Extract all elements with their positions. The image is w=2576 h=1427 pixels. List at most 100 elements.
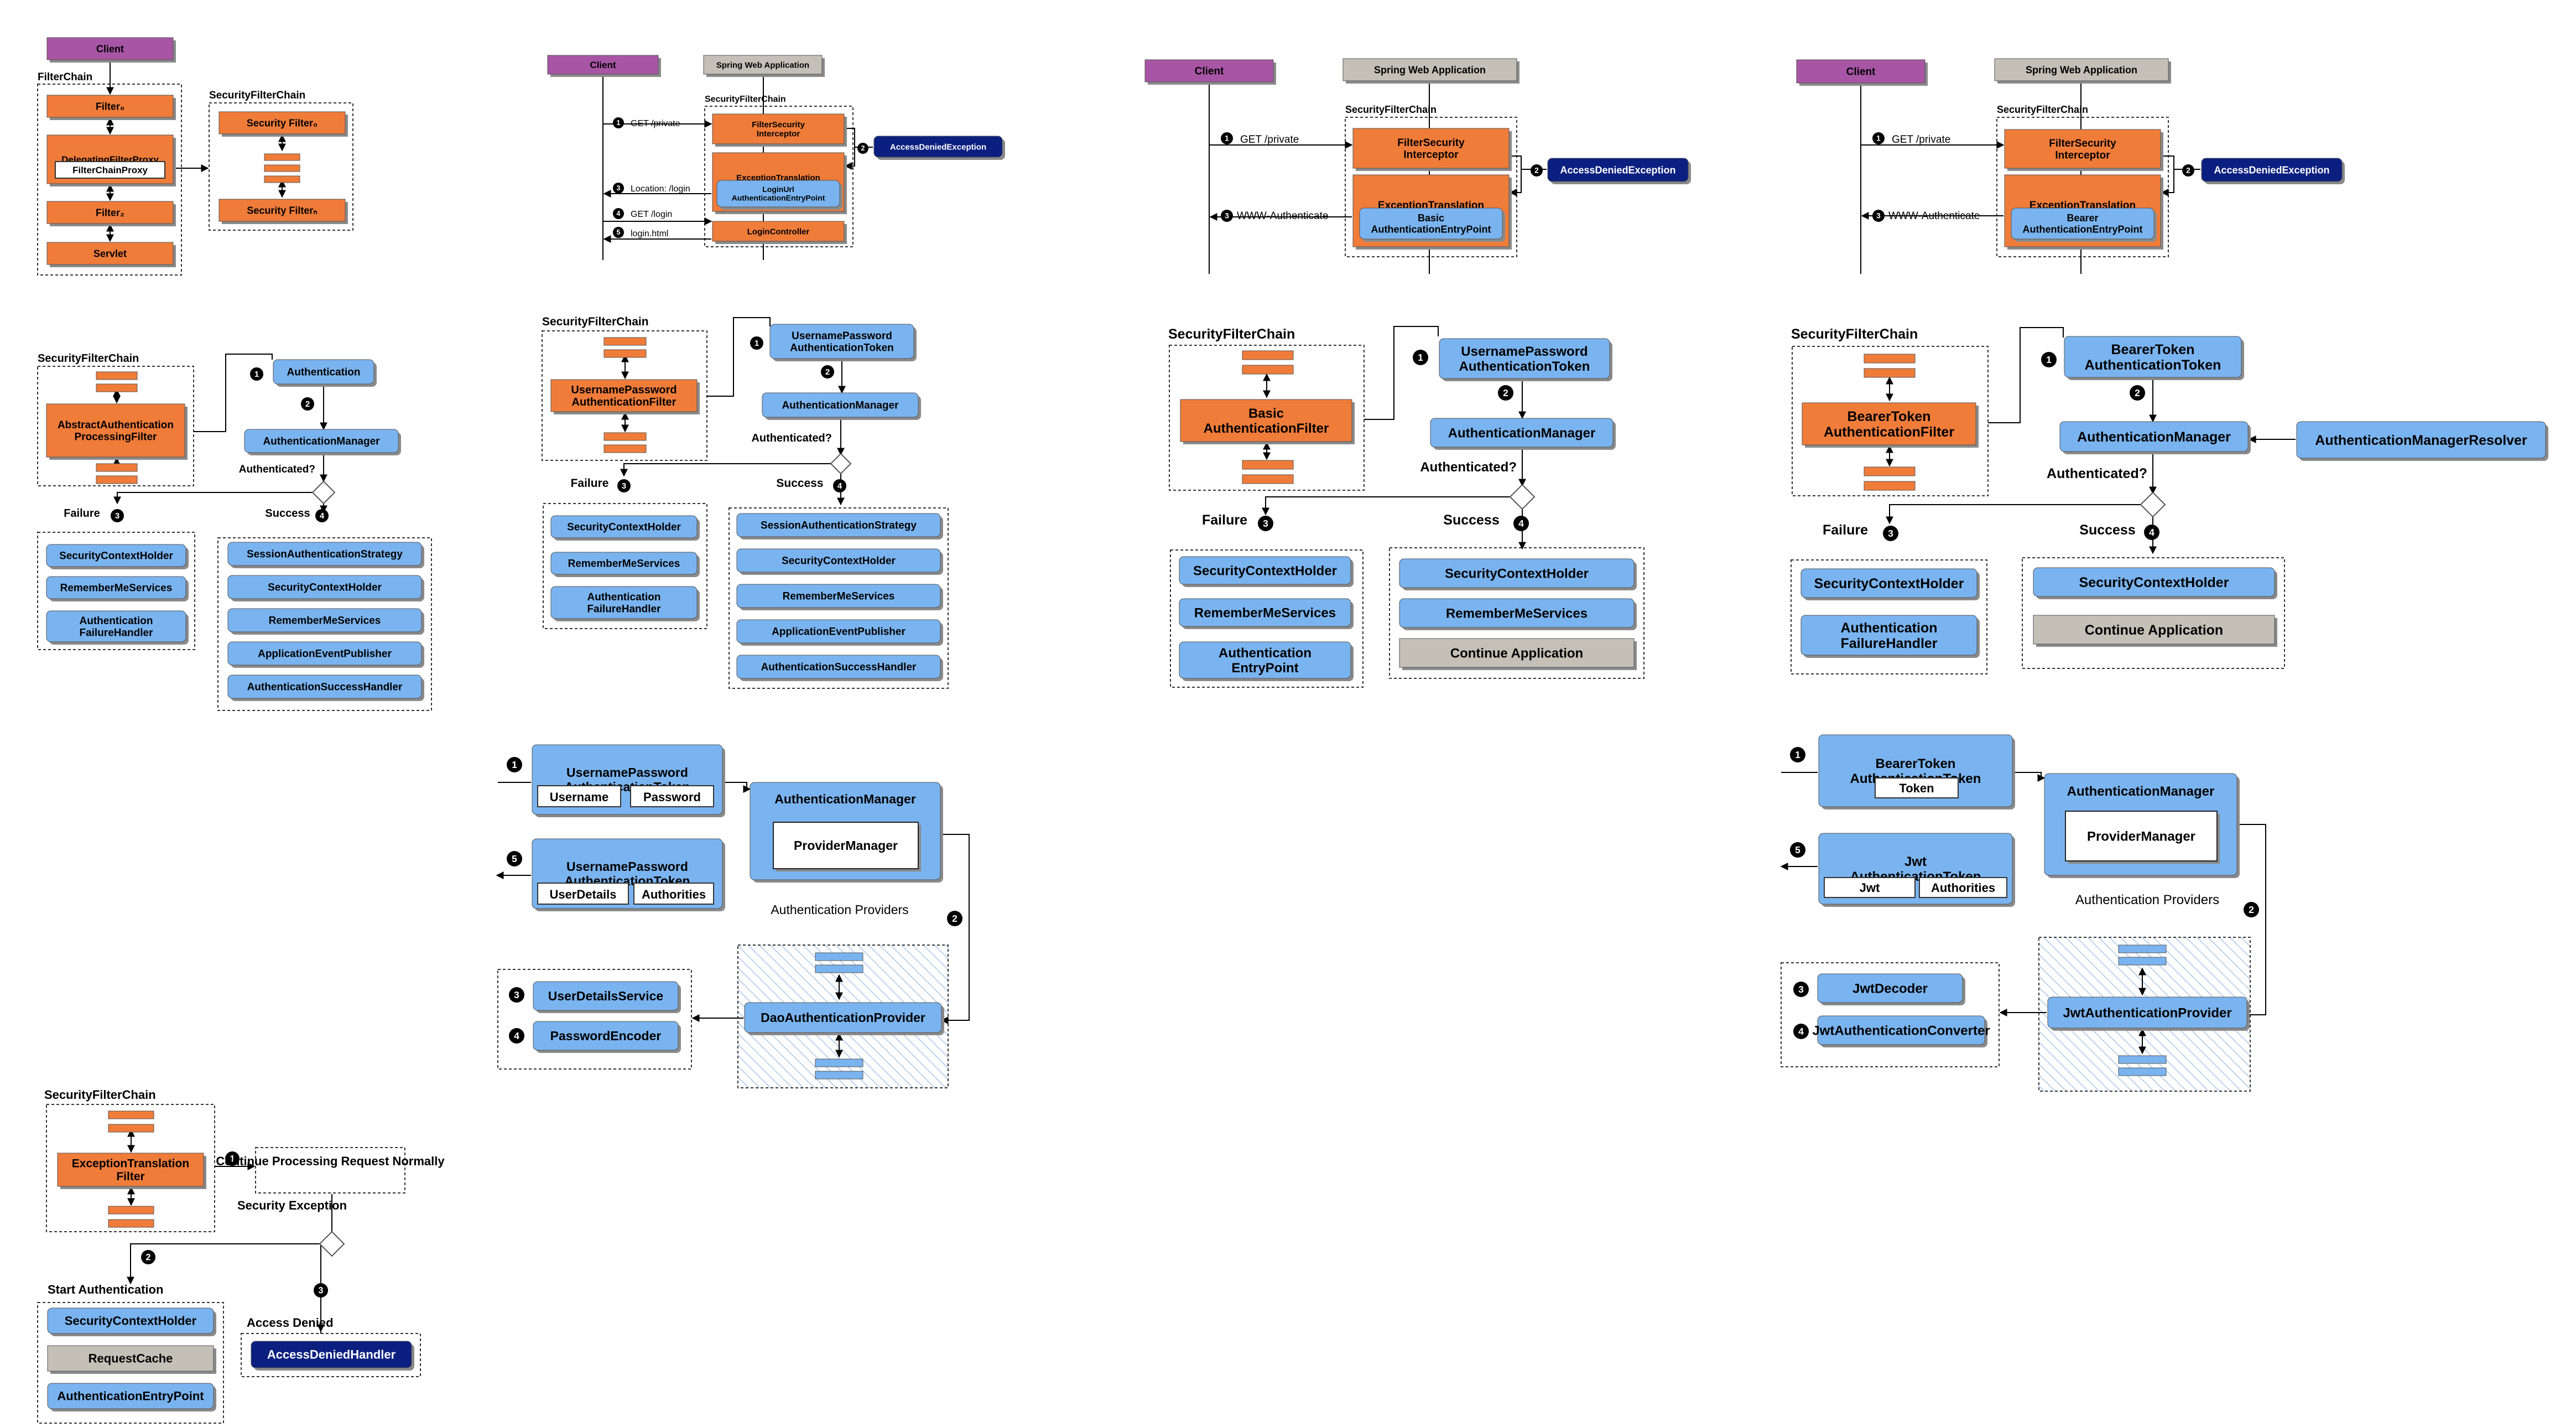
d3-spring-app-body <box>1342 58 1517 81</box>
step-badge: 1 <box>250 367 263 381</box>
d7-token-body <box>1439 338 1610 379</box>
d11-filter-bar <box>108 1206 154 1215</box>
d2-client: Client <box>547 55 661 77</box>
step-circle <box>2182 164 2194 177</box>
d8-fail-item-0-body <box>1800 568 1977 598</box>
d8-sfc-container <box>1792 346 1989 496</box>
d8-fail-item-1-line: Authentication <box>1841 620 1938 636</box>
d5-authentication-text: Authentication <box>287 367 361 378</box>
d11-start-item-0: SecurityContextHolder <box>47 1307 216 1336</box>
step-badge: 2 <box>857 143 868 154</box>
d11-arrow <box>127 1243 320 1285</box>
d3-spring-app: Spring Web Application <box>1342 58 1519 84</box>
step-number: 4 <box>514 1030 519 1041</box>
step-badge: 1 <box>1413 350 1428 365</box>
step-circle <box>1793 1024 1809 1039</box>
d5-succ-item-3: ApplicationEventPublisher <box>227 641 424 668</box>
d7-filter-body <box>1180 399 1352 442</box>
d4-baep-line: AuthenticationEntryPoint <box>2023 224 2143 235</box>
d7-fail-item-0: SecurityContextHolder <box>1179 556 1354 587</box>
d11-filter-body <box>57 1153 204 1187</box>
step-number: 1 <box>754 339 759 348</box>
step-badge: 1 <box>750 336 763 350</box>
d4-fsi-line: Interceptor <box>2055 149 2110 161</box>
d6-succ-item-4-body <box>736 655 941 679</box>
d4-fsi-line: FilterSecurity <box>2049 138 2116 149</box>
d4-client-text: Client <box>1846 66 1876 78</box>
d7-failure-container <box>1170 549 1364 688</box>
d9-provider-bar <box>815 1058 863 1067</box>
step-badge: 2 <box>301 397 314 411</box>
d6-succ-item-0: SessionAuthenticationStrategy <box>736 513 943 539</box>
step-badge: 3 <box>1793 982 1809 997</box>
d8-succ-item-1-body <box>2033 615 2275 645</box>
d7-arrow <box>1262 496 1510 516</box>
d9-authorities-box <box>633 883 714 905</box>
step-number: 3 <box>1888 528 1893 539</box>
step-number: 4 <box>320 511 325 521</box>
step-circle <box>314 1283 328 1298</box>
d10-jwt-box <box>1824 877 1916 898</box>
d10-jwtdecoder-text: JwtDecoder <box>1852 981 1928 996</box>
step-circle <box>613 227 624 238</box>
d8-fail-item-0: SecurityContextHolder <box>1800 568 1980 600</box>
d5-succ-item-1-body <box>227 575 422 599</box>
d10-arrow <box>2237 824 2266 1019</box>
step-badge: 2 <box>1498 385 1513 401</box>
step-badge: 5 <box>1790 842 1805 858</box>
d8-succ-item-0-body <box>2033 567 2275 597</box>
d9-provider-manager: ProviderManager <box>773 822 921 871</box>
step-number: 1 <box>617 119 621 127</box>
d2-ade-link <box>844 128 873 148</box>
step-number: 3 <box>514 989 519 1000</box>
step-circle <box>613 183 624 194</box>
step-number: 3 <box>318 1285 323 1295</box>
step-badge: 2 <box>947 911 962 926</box>
d10-jwt-provider-text: JwtAuthenticationProvider <box>2063 1005 2231 1020</box>
d3-access-denied-exception-body <box>1547 158 1689 182</box>
step-badge: 1 <box>507 757 522 772</box>
d5-sfc-container <box>37 366 194 486</box>
d6-success-container <box>728 507 949 689</box>
d4-access-denied-exception-body <box>2201 158 2343 182</box>
step-circle <box>1793 982 1809 997</box>
d5-fail-item-0-text: SecurityContextHolder <box>59 551 173 562</box>
step-number: 3 <box>115 511 119 521</box>
step-number: 3 <box>1225 212 1229 220</box>
d11-access-denied-label: Access Denied <box>247 1316 334 1330</box>
d5-connector <box>194 354 273 432</box>
step-badge: 4 <box>1793 1024 1809 1039</box>
step-number: 2 <box>305 399 310 409</box>
step-circle <box>250 367 263 381</box>
d8-succ-item-0: SecurityContextHolder <box>2033 567 2277 599</box>
d3-access-denied-exception: AccessDeniedException <box>1547 158 1691 184</box>
d4-sfc-container <box>1996 117 2169 257</box>
d5-failure-container <box>37 532 195 650</box>
d3-sfc-container <box>1345 117 1517 257</box>
d8-success-container <box>2022 557 2285 669</box>
d9-arrow <box>940 834 970 1024</box>
step-badge: 1 <box>613 117 624 128</box>
d1-fcp-box <box>55 161 165 179</box>
d2-client-body <box>547 55 659 75</box>
d9-passwordencoder-text: PasswordEncoder <box>550 1029 662 1043</box>
d5-succ-item-4: AuthenticationSuccessHandler <box>227 674 424 701</box>
step-badge: 5 <box>507 851 522 866</box>
d1-filter2-body <box>46 201 174 224</box>
d8-manager: AuthenticationManager <box>2059 421 2251 454</box>
d5-filter-line: ProcessingFilter <box>75 431 157 443</box>
d6-filter-line: UsernamePassword <box>571 384 676 396</box>
d1-servlet-body <box>46 242 174 265</box>
